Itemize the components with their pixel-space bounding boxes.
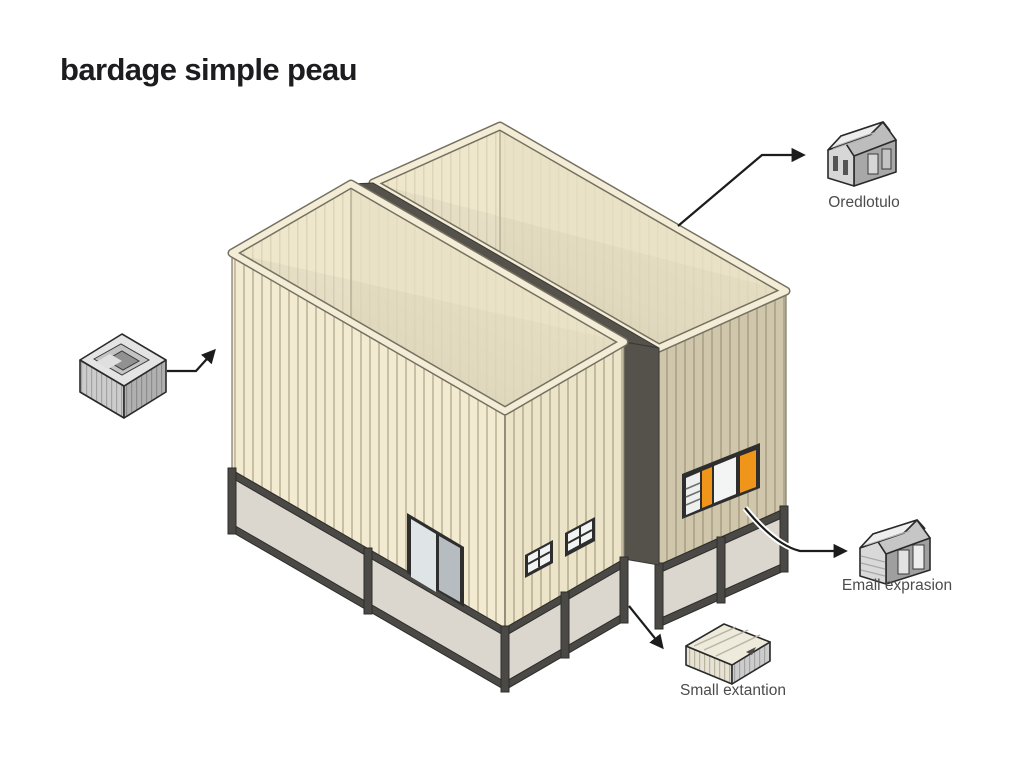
building-a (227, 179, 629, 630)
gabled-house-icon (827, 121, 897, 187)
arrow-left (167, 348, 216, 373)
building-a-windows (407, 513, 595, 607)
clad-cube-icon (79, 333, 167, 419)
building-b-window-strip (682, 443, 760, 519)
clad-box-icon (685, 623, 771, 685)
window-small-grid (525, 540, 553, 578)
page-title: bardage simple peau (60, 52, 358, 87)
orange-window-panel (740, 450, 756, 493)
callout-label-bottom: Small extantion (680, 682, 786, 699)
arrow-mid-right (744, 507, 848, 559)
steel-base-frame-a (227, 467, 629, 693)
building-a-rim-cap (229, 181, 627, 414)
callout-arrows (167, 147, 848, 650)
callout-label-mid-right: Emall exprasion (841, 577, 953, 594)
callout-label-top-right: Oredlotulo (828, 194, 900, 211)
arrow-top-right (677, 147, 806, 227)
orange-window-panel (702, 467, 712, 508)
window-pane (714, 457, 736, 503)
window-small-grid (565, 517, 595, 557)
gabled-house-icon (859, 519, 931, 585)
arrow-bottom (628, 605, 664, 650)
steel-base-frame-b (654, 505, 789, 630)
